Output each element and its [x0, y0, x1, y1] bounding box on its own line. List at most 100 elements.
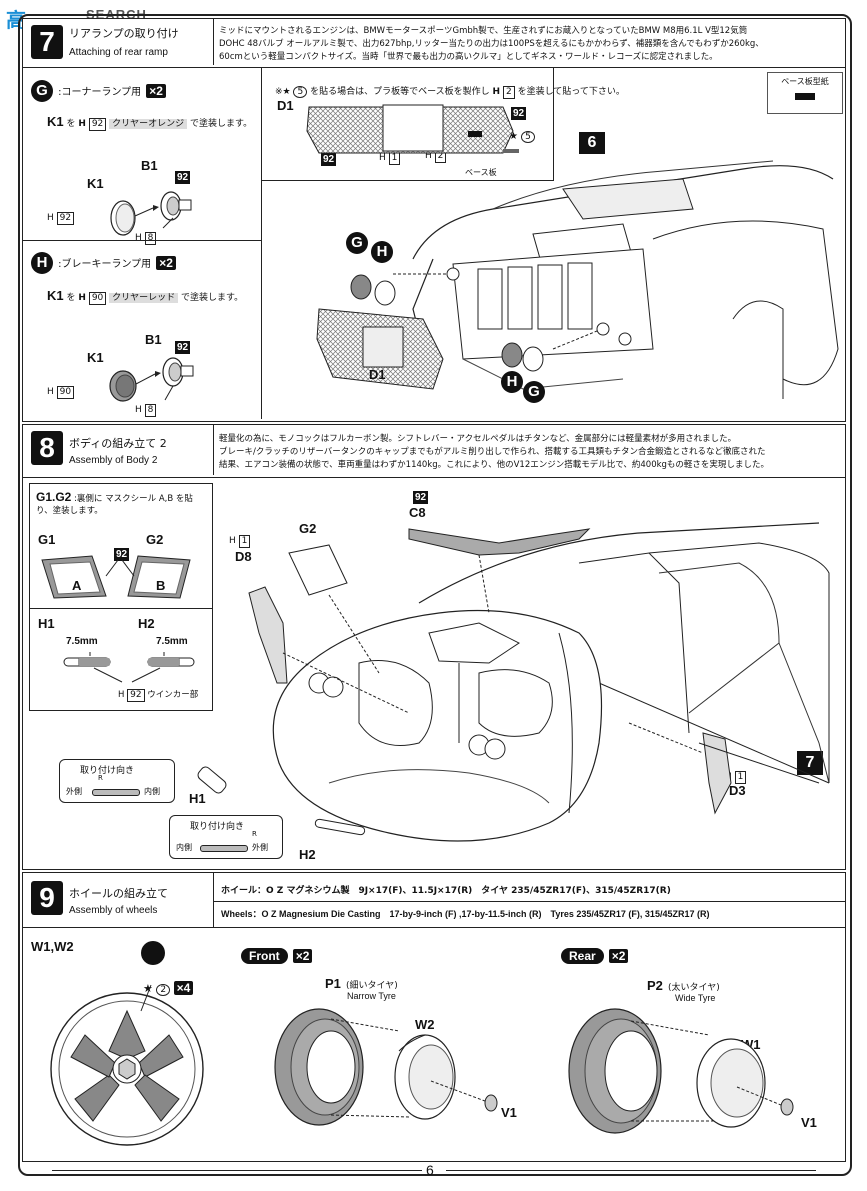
g-color-name: クリヤーオレンジ: [109, 119, 188, 129]
step7-section: 7 リアランプの取り付け Attaching of rear ramp ミッドに…: [22, 18, 846, 422]
mask-b: B: [156, 578, 166, 593]
base-note-num: 5: [293, 86, 308, 98]
g-h-left-num: 92: [56, 212, 75, 225]
g-header: G :コーナーランプ用 ×2: [31, 80, 166, 102]
step7-desc-line3: 60cmという軽量コンパクトサイズ。当時「世界で最も出力の高いクルマ」としてギネ…: [219, 52, 718, 62]
g-circle: G: [31, 80, 53, 102]
h-strip-shapes: [63, 652, 195, 683]
orient2-out: 外側: [252, 843, 268, 852]
step9-spec-rule: [214, 901, 845, 902]
step9-title-jp: ホイールの組み立て: [69, 887, 168, 900]
base-note-pre: ※: [275, 87, 283, 97]
rear-pill: Rear: [561, 948, 604, 964]
h-k1: K1: [47, 288, 64, 303]
part-h2: H2: [299, 847, 316, 862]
g-h-right-h: H: [135, 233, 142, 243]
d1-h1-h: H: [379, 153, 386, 163]
p1-label: P1 (細いタイヤ): [325, 973, 398, 992]
g-part-b1: B1: [141, 158, 158, 173]
g-h-right: H 8: [135, 232, 157, 245]
orient1-in: 内側: [144, 787, 160, 796]
g-h-left-h: H: [47, 213, 54, 223]
step8-desc-line1: 軽量化の為に、モノコックはフルカーボン製。シフトレバー・アクセルペダルはチタンな…: [219, 434, 737, 444]
d1-star-num: 5: [521, 131, 535, 143]
step8-divider: [213, 425, 214, 475]
callout-g-bottom-circle: G: [523, 381, 545, 403]
len2: 7.5mm: [156, 636, 188, 647]
h-instr-post: で塗装します。: [181, 293, 244, 303]
g-title: :コーナーランプ用: [58, 87, 142, 98]
step8-desc-line2: ブレーキ/クラッチのリザーバータンクのキャップまでもがアルミ削り出しで作られ、搭…: [219, 447, 766, 457]
step9-spec-en: Wheels：O Z Magnesium Die Casting 17-by-9…: [221, 909, 710, 919]
orient1-box: 取り付け向き R 外側 内側: [59, 759, 175, 803]
part-h1-box-h: H: [229, 536, 236, 546]
front-badge: Front ×2: [241, 945, 313, 964]
g-lens-drawing: [110, 191, 192, 236]
w-icon: [141, 941, 165, 965]
front-x2: ×2: [292, 949, 313, 963]
mask-92: 92: [114, 548, 130, 561]
h-instr-pre: を: [66, 293, 76, 303]
h-h-left-num: 90: [56, 386, 75, 399]
d1-star: ★ 5: [509, 131, 535, 143]
g2-label: G2: [146, 532, 164, 547]
g-instr-pre: を: [66, 119, 76, 129]
p2-label: P2 (太いタイヤ): [647, 975, 720, 994]
h1-label: H1: [38, 616, 55, 631]
base-note-box: [261, 68, 554, 181]
d1-bottom-label: D1: [369, 367, 386, 382]
h-title: :ブレーキーランプ用: [58, 259, 152, 270]
orient2-box: 取り付け向き R 内側 外側: [169, 815, 283, 859]
orient2-title: 取り付け向き: [190, 822, 245, 832]
step7-desc: ミッドにマウントされるエンジンは、BMWモータースポーツGmbh製で、生産されず…: [219, 25, 839, 64]
orient1-out: 外側: [66, 787, 82, 796]
step7-title-en: Attaching of rear ramp: [69, 47, 168, 58]
w2-label: W2: [415, 1017, 435, 1032]
rear-car-drawing: [393, 160, 839, 399]
rear-lamp-parts: [316, 274, 544, 390]
d1-tag92-right: 92: [511, 107, 527, 120]
callout-h-bottom: H: [501, 371, 523, 393]
mask-shapes: [41, 555, 191, 599]
step9-header-rule: [23, 927, 845, 928]
part-g2: G2: [299, 521, 317, 536]
base-note-text: を貼る場合は、プラ板等でベース板を製作し: [310, 87, 490, 97]
rear-wheel-assembly: [568, 1008, 794, 1134]
h-h-left: H 90: [47, 386, 75, 399]
step9-title-en: Assembly of wheels: [69, 905, 158, 916]
step8-title-en: Assembly of Body 2: [69, 455, 158, 466]
step7-title-jp: リアランプの取り付け: [69, 27, 179, 40]
base-template-shape: [795, 93, 815, 100]
g-color-h: H: [78, 119, 86, 129]
g-h-right-num: 8: [144, 232, 157, 245]
h-h-right-h: H: [135, 405, 142, 415]
orient1-title: 取り付け向き: [80, 766, 135, 776]
wheel-face-drawing: [50, 984, 204, 1146]
h-note-text: ウインカー部: [147, 690, 199, 700]
w-star-num: 2: [156, 984, 171, 996]
step9-divider: [213, 873, 214, 927]
h-panel: H :ブレーキーランプ用 ×2 K1 を H 90 クリヤーレッド で塗装します…: [23, 240, 262, 419]
callout-g-top: G: [346, 232, 368, 254]
g-mask-panel: G1.G2 :裏側に マスクシール A,B を貼り、塗装します。 G1 G2 9…: [29, 483, 213, 711]
step9-spec-jp: ホイール：O Z マグネシウム製 9J×17(F)、11.5J×17(R) タイ…: [221, 886, 671, 896]
g-instr-post: で塗装します。: [190, 119, 253, 129]
g-part-k1: K1: [87, 176, 104, 191]
step7-desc-line2: DOHC 48バルブ オールアルミ製で、出力627bhp,リッター当たりの出力は…: [219, 39, 764, 49]
step9-number: 9: [31, 881, 63, 915]
base-board-label: ベース板: [465, 168, 497, 177]
g-color-num: 92: [88, 118, 107, 131]
step8-desc-line3: 結果、エアコン装備の状態で、車両重量はわずか1140kg。これにより、他のV12…: [219, 460, 769, 470]
h-circle: H: [31, 252, 53, 274]
part-c8-tag: 92: [413, 491, 429, 504]
step6-ref: 6: [579, 132, 605, 154]
g1-label: G1: [38, 532, 56, 547]
p2-en: Wide Tyre: [675, 993, 716, 1003]
h-tag92: 92: [175, 341, 191, 354]
g-instruction: K1 を H 92 クリヤーオレンジ で塗装します。: [47, 114, 252, 131]
v1-front-label: V1: [501, 1105, 517, 1120]
p1-code: P1: [325, 976, 341, 991]
g-mask-note: G1.G2 :裏側に マスクシール A,B を貼り、塗装します。: [36, 490, 208, 517]
base-note-h-num: 2: [502, 86, 515, 99]
step7-desc-line1: ミッドにマウントされるエンジンは、BMWモータースポーツGmbh製で、生産されず…: [219, 26, 748, 36]
